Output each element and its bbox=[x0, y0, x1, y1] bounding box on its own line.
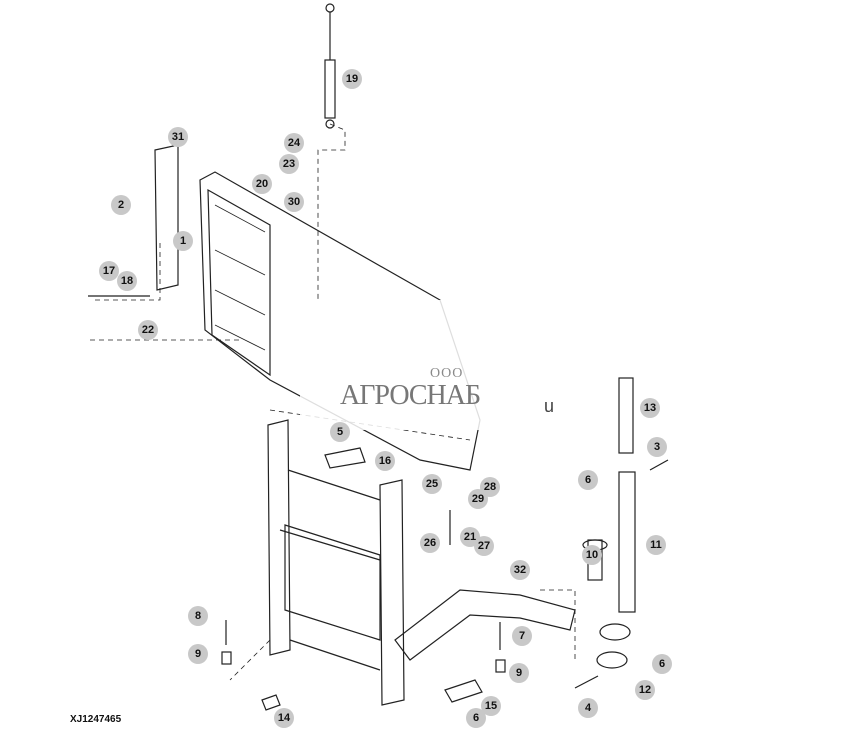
callout: 12 bbox=[635, 680, 655, 700]
callout: 27 bbox=[474, 536, 494, 556]
callout: 6 bbox=[466, 708, 486, 728]
callout: 9 bbox=[188, 644, 208, 664]
callout: 13 bbox=[640, 398, 660, 418]
callout: 28 bbox=[480, 477, 500, 497]
callout: 30 bbox=[284, 192, 304, 212]
callout: 4 bbox=[578, 698, 598, 718]
watermark-name: АГРОСНАБ bbox=[340, 380, 481, 411]
callout: 6 bbox=[652, 654, 672, 674]
callout: 20 bbox=[252, 174, 272, 194]
watermark-prefix: ООО bbox=[430, 366, 464, 381]
callout: 2 bbox=[111, 195, 131, 215]
callout: 11 bbox=[646, 535, 666, 555]
callout: 14 bbox=[274, 708, 294, 728]
callout: 32 bbox=[510, 560, 530, 580]
swing-arm-part bbox=[394, 589, 576, 661]
diagram-code: XJ1247465 bbox=[70, 714, 122, 725]
callout: 9 bbox=[509, 663, 529, 683]
callout: 3 bbox=[647, 437, 667, 457]
callout: 16 bbox=[375, 451, 395, 471]
grille-panel-part bbox=[154, 144, 481, 471]
callout: 1 bbox=[173, 231, 193, 251]
callout: 8 bbox=[188, 606, 208, 626]
post-parts bbox=[582, 377, 636, 669]
callout: 10 bbox=[582, 545, 602, 565]
callout: 26 bbox=[420, 533, 440, 553]
bolts-part bbox=[88, 295, 669, 711]
watermark-logo: ООО АГРОСНАБ u bbox=[300, 300, 570, 430]
watermark-suffix: u bbox=[544, 396, 555, 416]
callout: 31 bbox=[168, 127, 188, 147]
callout: 24 bbox=[284, 133, 304, 153]
callout: 19 bbox=[342, 69, 362, 89]
callout: 7 bbox=[512, 626, 532, 646]
callout: 25 bbox=[422, 474, 442, 494]
callout: 6 bbox=[578, 470, 598, 490]
support-frame-part bbox=[267, 419, 405, 706]
gas-strut-part bbox=[324, 3, 336, 129]
callout: 5 bbox=[330, 422, 350, 442]
callout: 17 bbox=[99, 261, 119, 281]
callout: 23 bbox=[279, 154, 299, 174]
callout: 15 bbox=[481, 696, 501, 716]
callout: 22 bbox=[138, 320, 158, 340]
callout: 18 bbox=[117, 271, 137, 291]
